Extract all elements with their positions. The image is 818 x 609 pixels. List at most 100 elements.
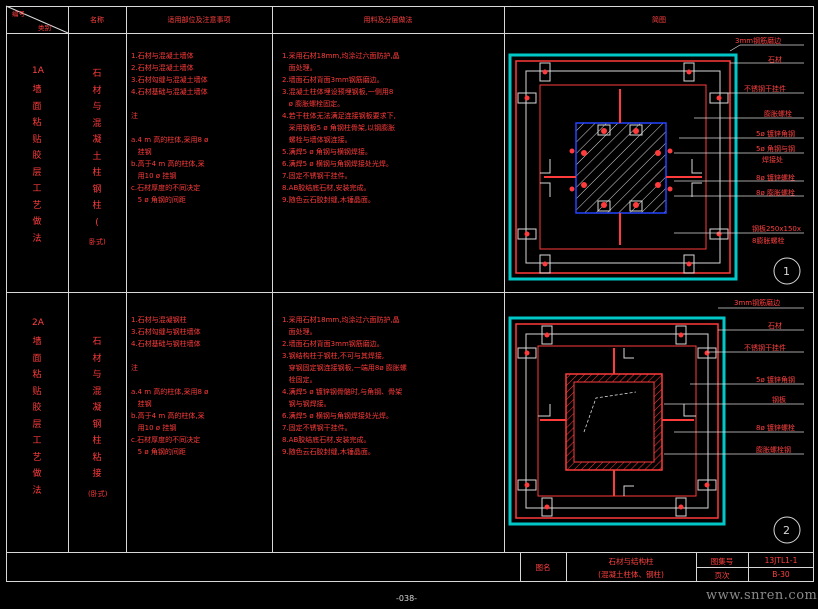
row1-callout-6: 焊接处 [762, 155, 783, 164]
row1-callout-3: 膨胀螺栓 [764, 109, 792, 118]
header-sketch: 简图 [652, 16, 666, 24]
row1-callout-9: 钢板250x150x [752, 224, 801, 233]
frame-right [813, 6, 814, 582]
row1-callout-7: 8ø 镀锌螺栓 [756, 173, 795, 182]
row1-steps: 1.采用石材18mm,均涂过六面防护,晶 面处理。 2.墙面石材背面3mm钢筋磨… [282, 52, 400, 204]
row2-name-char: 凝 [92, 403, 102, 413]
tb-label-title: 图名 [535, 563, 551, 572]
row2-outer-wall [508, 316, 726, 526]
row2-category-char: 墙 [32, 337, 42, 347]
page-number: -038- [396, 594, 418, 603]
row2-category-char: 面 [32, 353, 42, 364]
row2-name-char: 接 [92, 469, 102, 479]
row2-name-char: 钢 [92, 419, 102, 430]
tb-line-2 [566, 552, 567, 582]
header-divider [6, 33, 814, 34]
row1-category-char: 层 [32, 167, 42, 178]
tb-line-1 [520, 552, 521, 582]
row1-name-char: 石 [92, 69, 102, 79]
row2-category-char: 粘 [32, 370, 42, 380]
row2-callout-2: 不锈钢干挂件 [744, 343, 786, 352]
row1-category-char: 墙 [32, 85, 42, 95]
row1-detail-number: 1 [783, 265, 790, 278]
row2-callout-4: 钢板 [772, 395, 786, 404]
row1-callout-5: 5ø 角钢与钢 [756, 144, 795, 153]
row2-callout-0: 3mm钢筋磨边 [734, 298, 780, 307]
row1-name-char: 与 [92, 102, 102, 112]
row1-category-char: 艺 [32, 200, 42, 211]
row2-callout-6: 膨胀螺栓钢 [756, 445, 791, 454]
corner-label-category: 类别 [38, 24, 51, 32]
row1-code: 1A [32, 66, 44, 76]
row1-callout-1: 石材 [768, 55, 782, 64]
row2-detail-number: 2 [783, 524, 790, 537]
row1-category-char: 贴 [32, 134, 42, 145]
row1-category-char: 面 [32, 101, 42, 112]
row2-steps: 1.采用石材18mm,均涂过六面防护,晶 面处理。 2.墙面石材背面3mm钢筋磨… [282, 316, 407, 456]
row1-callout-0: 3mm钢筋磨边 [735, 36, 781, 45]
row2-callout-3: 5ø 镀锌角钢 [756, 375, 795, 384]
row2-category-char: 艺 [32, 452, 42, 463]
row2-category-char: 工 [32, 436, 42, 446]
header-method: 用料及分层做法 [363, 16, 413, 24]
tb-label-page: 页次 [714, 571, 730, 580]
tb-page-no: B-30 [772, 570, 790, 579]
row1-detail-circle [773, 257, 801, 285]
col-line-4 [504, 6, 505, 552]
row1-locations: 1.石材与混凝土墙体 2.石材与混凝土墙体 3.石材勾缝与混凝土墙体 4.石材基… [131, 52, 209, 204]
col-line-1 [68, 6, 69, 552]
row1-name-tail: 卧式) [89, 238, 106, 246]
tb-title-line2: (混凝土柱体、钢柱) [598, 570, 664, 579]
watermark: www.snren.com [706, 588, 818, 603]
row1-callout-2: 不锈钢干挂件 [744, 84, 786, 93]
row1-name-char: 土 [92, 151, 102, 162]
row1-category-char: 做 [32, 217, 42, 227]
row2-name-char: 粘 [92, 452, 102, 463]
row1-name-char: 钢 [92, 184, 102, 195]
row1-concrete-column [575, 122, 667, 214]
row2-name-char: 材 [92, 353, 102, 364]
tb-label-atlas: 图集号 [710, 557, 734, 566]
row1-name-char: 柱 [92, 168, 102, 178]
tb-title-line1: 石材与结构柱 [608, 557, 654, 566]
tb-atlas-no: 13JTL1-1 [764, 556, 798, 565]
row1-outer-wall [508, 53, 738, 281]
row2-category-char: 层 [32, 419, 42, 430]
col-line-2 [126, 6, 127, 552]
row2-sketch: 3mm钢筋磨边 石材 不锈钢干挂件 5ø 镀锌角钢 钢板 8ø 镀锌螺栓 膨胀螺… [508, 298, 804, 544]
row2-category-char: 胶 [32, 403, 42, 413]
row2-callout-1: 石材 [768, 321, 782, 330]
header-locations: 适用部位及注意事项 [167, 16, 231, 24]
frame-top [6, 6, 814, 7]
frame-bottom [6, 581, 814, 582]
row2-name-tail: (卧式) [88, 490, 108, 498]
row2-category-char: 法 [32, 485, 42, 496]
header-corner-diagonal [5, 5, 69, 34]
tb-line-h [696, 567, 814, 568]
row1-category-char: 工 [32, 184, 42, 194]
row1-category-char: 粘 [32, 118, 42, 128]
row2-category-char: 做 [32, 469, 42, 479]
row2-detail-circle [773, 516, 801, 544]
row1-callout-4: 5ø 镀锌角钢 [756, 129, 795, 138]
row2-locations: 1.石材与混凝钢柱 3.石材勾缝与钢柱墙体 4.石材基础与钢柱墙体 注 a.4 … [131, 316, 209, 456]
row1-callout-10: 8膨胀螺栓 [752, 236, 784, 245]
frame-left [6, 6, 7, 582]
row2-name-char: 混 [92, 386, 102, 397]
row2-code: 2A [32, 318, 44, 328]
row1-name-char: 凝 [92, 135, 102, 145]
row1-category-char: 胶 [32, 151, 42, 161]
row1-name-char: 材 [92, 85, 102, 96]
header-name: 名称 [90, 16, 104, 24]
row1-sketch: 3mm钢筋磨边 石材 不锈钢干挂件 膨胀螺栓 5ø 镀锌角钢 5ø 角钢与钢 焊… [508, 36, 804, 285]
row1-callout-8: 8ø 膨胀螺栓 [756, 188, 795, 197]
row2-category-char: 贴 [32, 386, 42, 397]
row1-name-char: 混 [92, 118, 102, 129]
row1-name-char: ( [95, 217, 99, 228]
titleblock-divider [6, 552, 814, 553]
row2-callout-5: 8ø 镀锌螺栓 [756, 423, 795, 432]
row-divider [6, 292, 814, 293]
row1-name-char: 柱 [92, 201, 102, 211]
row2-name-char: 柱 [92, 436, 102, 446]
